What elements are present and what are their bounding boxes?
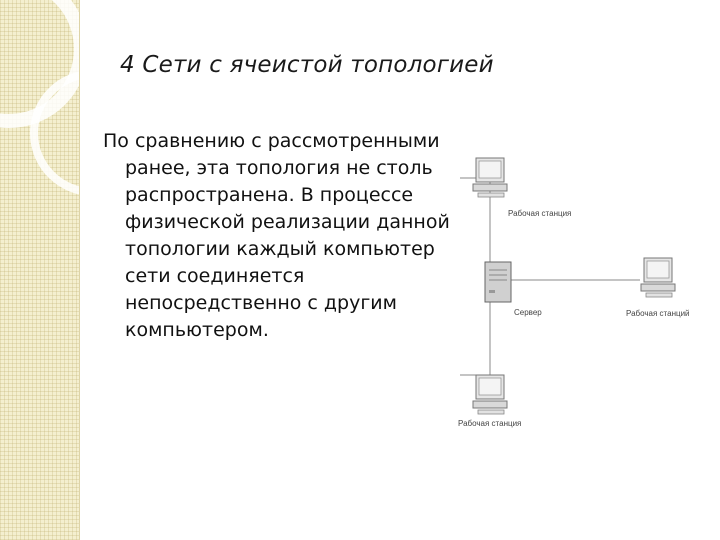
workstation-bottom-label: Рабочая станция [458,419,521,428]
workstation-icon [640,257,676,298]
workstation-icon [472,374,508,415]
workstation-top-label: Рабочая станция [508,209,571,218]
slide-body-text: По сравнению с рассмотренными ранее, эта… [103,130,450,341]
server-icon [484,261,512,303]
decorative-sidebar [0,0,80,540]
workstation-right-label: Рабочая станций [626,309,690,318]
slide-title: 4 Сети с ячеистой топологией [120,52,494,78]
workstation-icon [472,157,508,198]
network-diagram: Рабочая станция Сервер Рабочая станций Р… [458,157,690,428]
server-label: Сервер [514,308,542,317]
